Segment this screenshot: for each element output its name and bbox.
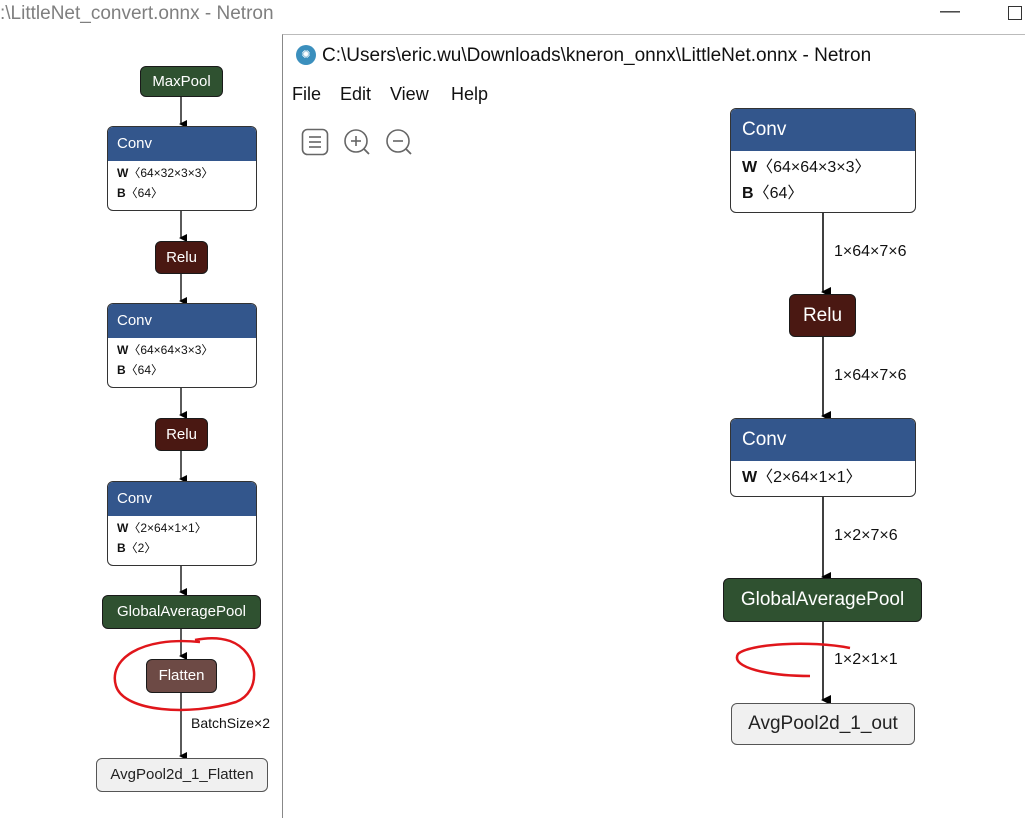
conv-node-header: Conv	[108, 127, 256, 161]
relu-node[interactable]: Relu	[789, 294, 856, 337]
zoom-in-icon[interactable]	[343, 128, 371, 156]
annotation-scribble	[735, 642, 851, 678]
right-graph-edges	[735, 212, 851, 705]
edge-label: 1×2×7×6	[834, 527, 898, 544]
menu-file[interactable]: File	[292, 84, 322, 104]
conv-node[interactable]: Conv W〈2×64×1×1〉 B〈2〉	[107, 481, 257, 566]
edge-label: 1×2×1×1	[834, 651, 898, 668]
window-title: C:\Users\eric.wu\Downloads\kneron_onnx\L…	[322, 45, 872, 66]
list-icon[interactable]	[301, 128, 329, 156]
menu-edit[interactable]: Edit	[340, 84, 372, 104]
conv-node-header: Conv	[731, 109, 915, 151]
menu-view[interactable]: View	[390, 84, 429, 104]
conv-node[interactable]: Conv W〈64×32×3×3〉 B〈64〉	[107, 126, 257, 211]
weight-attr: W〈64×32×3×3〉	[117, 166, 214, 180]
bias-attr: B〈64〉	[117, 186, 164, 200]
minimize-icon[interactable]: —	[940, 0, 960, 22]
back-window-title: :\LittleNet_convert.onnx - Netron	[0, 3, 274, 24]
output-node[interactable]: AvgPool2d_1_Flatten	[96, 758, 268, 792]
maxpool-node[interactable]: MaxPool	[140, 66, 223, 97]
output-node[interactable]: AvgPool2d_1_out	[731, 703, 915, 745]
weight-attr: W〈64×64×3×3〉	[117, 343, 214, 357]
zoom-out-icon[interactable]	[385, 128, 413, 156]
bias-attr: B〈64〉	[742, 185, 804, 202]
menu-help[interactable]: Help	[451, 84, 489, 104]
conv-node-header: Conv	[108, 482, 256, 516]
conv-node[interactable]: Conv W〈64×64×3×3〉 B〈64〉	[730, 108, 916, 213]
globalaveragepool-node[interactable]: GlobalAveragePool	[723, 578, 922, 622]
maximize-icon[interactable]	[1008, 6, 1022, 20]
left-graph-edges	[113, 97, 256, 760]
conv-node-header: Conv	[108, 304, 256, 338]
bias-attr: B〈2〉	[117, 541, 157, 555]
edge-label: BatchSize×2	[191, 715, 270, 731]
weight-attr: W〈2×64×1×1〉	[742, 469, 862, 486]
annotation-circle	[113, 637, 256, 712]
edge-label: 1×64×7×6	[834, 367, 907, 384]
conv-node-header: Conv	[731, 419, 915, 461]
conv-node[interactable]: Conv W〈64×64×3×3〉 B〈64〉	[107, 303, 257, 388]
relu-node[interactable]: Relu	[155, 418, 208, 451]
weight-attr: W〈2×64×1×1〉	[117, 521, 207, 535]
edge-label: 1×64×7×6	[834, 243, 907, 260]
bias-attr: B〈64〉	[117, 363, 164, 377]
conv-node[interactable]: Conv W〈2×64×1×1〉	[730, 418, 916, 497]
globalaveragepool-node[interactable]: GlobalAveragePool	[102, 595, 261, 629]
weight-attr: W〈64×64×3×3〉	[742, 159, 871, 176]
flatten-node[interactable]: Flatten	[146, 659, 217, 693]
relu-node[interactable]: Relu	[155, 241, 208, 274]
netron-app-icon: ✺	[296, 45, 316, 65]
